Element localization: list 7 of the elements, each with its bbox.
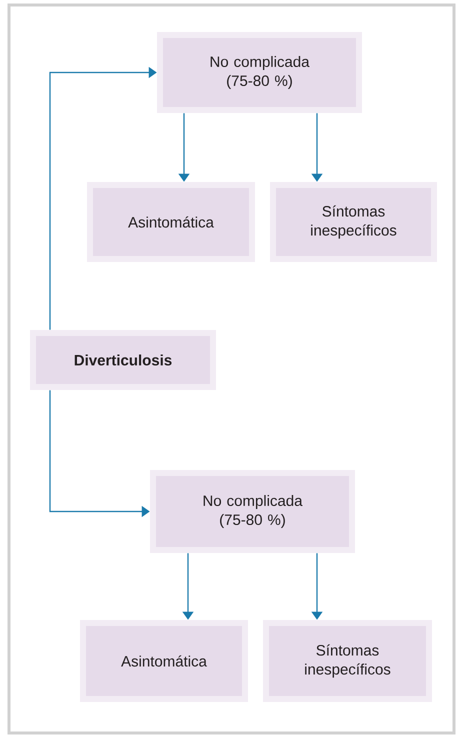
process-box: Asintomática [80, 620, 248, 702]
process-box: Síntomas inespecíficos [263, 620, 432, 702]
process-box: Síntomas inespecíficos [270, 182, 437, 262]
process-box: Asintomática [87, 182, 255, 262]
process-box: Diverticulosis [30, 330, 216, 390]
process-box: No complicada (75-80 %) [150, 470, 355, 553]
process-box: No complicada (75-80 %) [157, 32, 362, 113]
